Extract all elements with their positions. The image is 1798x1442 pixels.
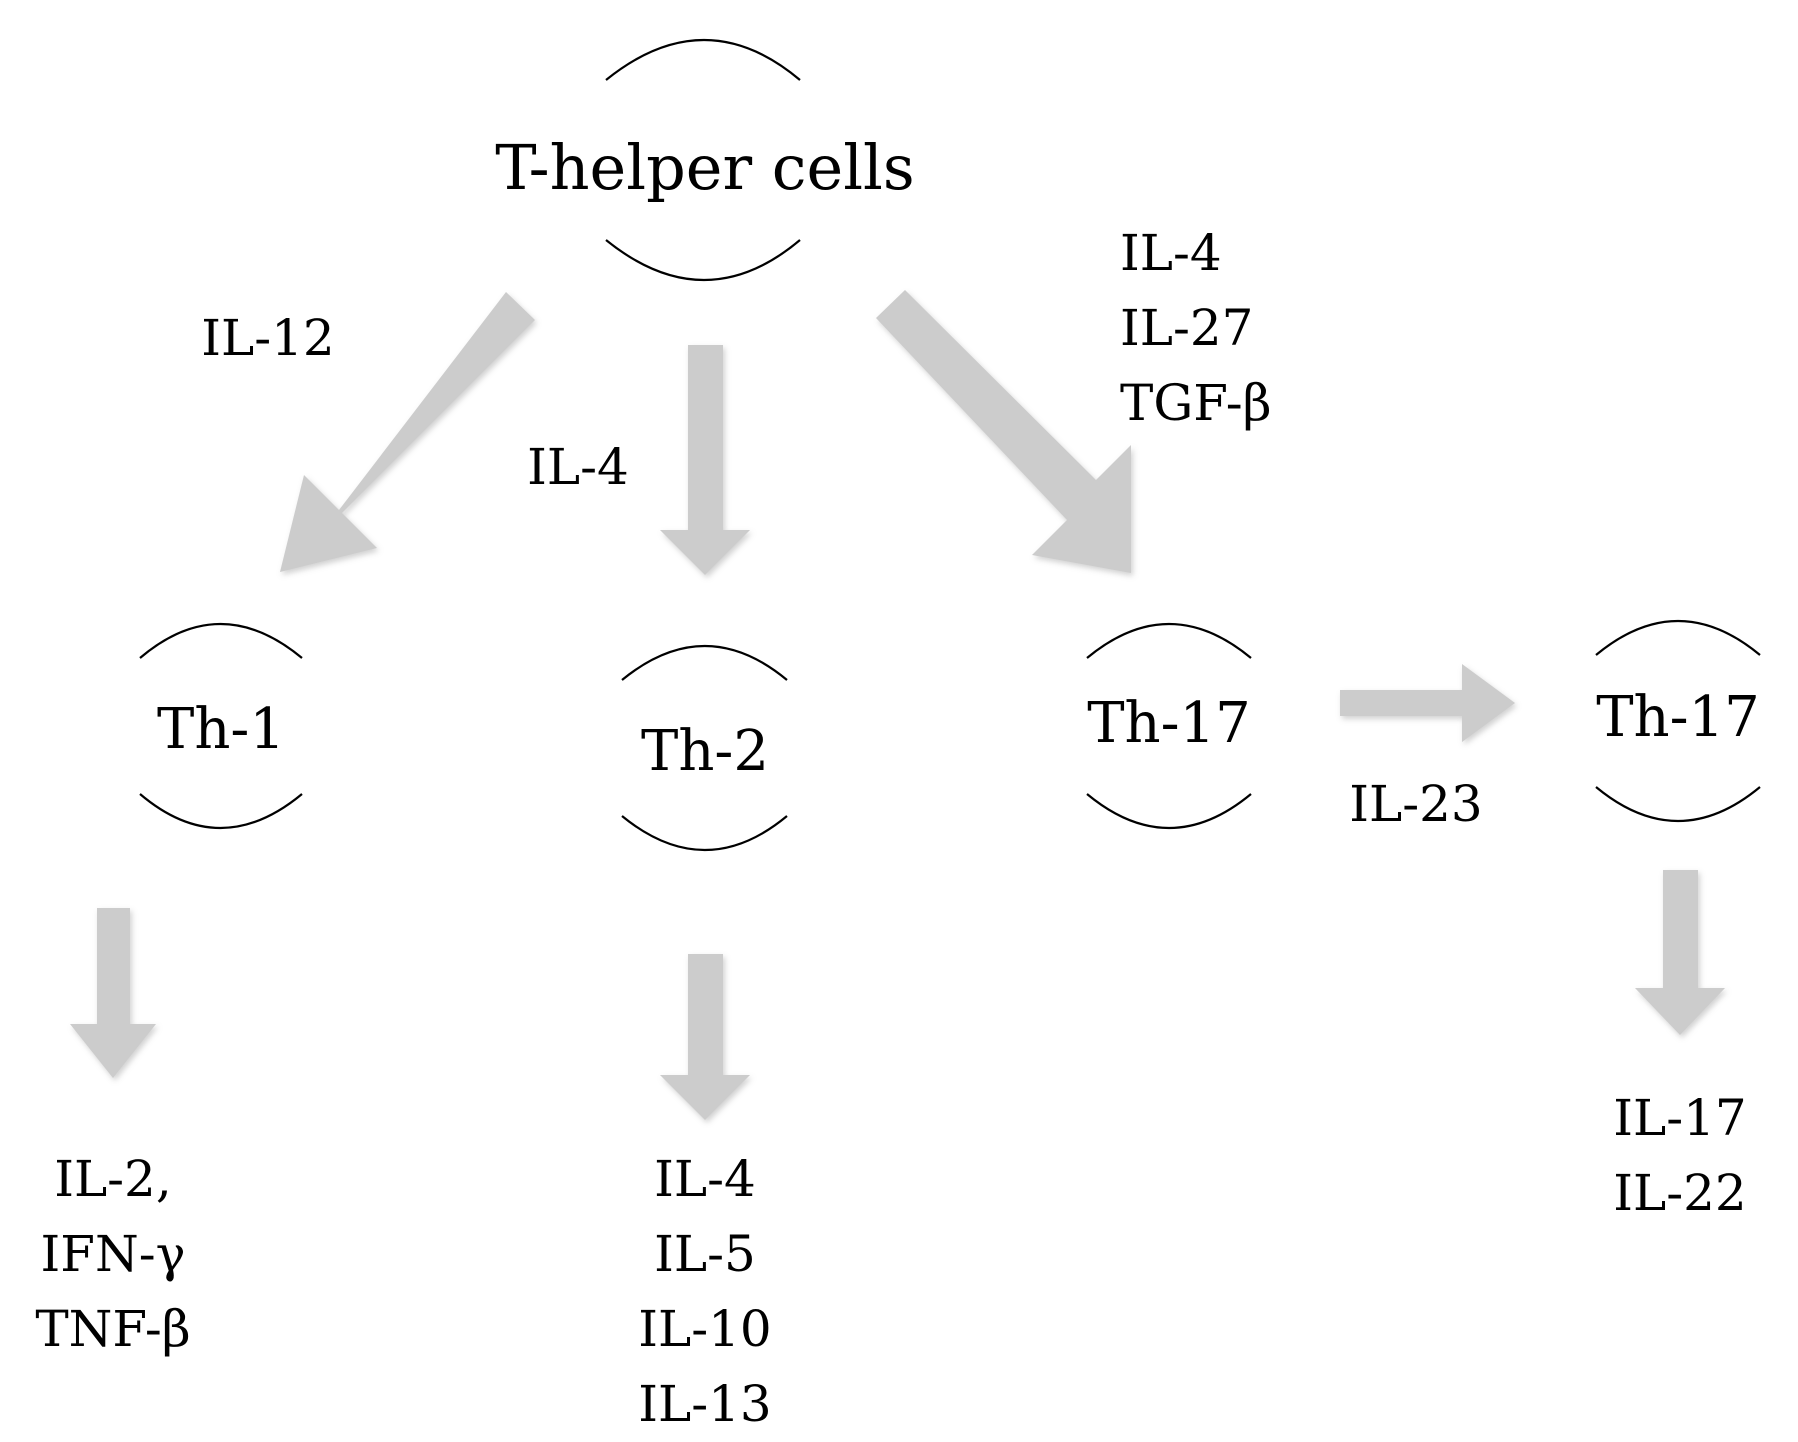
arrow-root-to-th2	[660, 345, 750, 575]
products-th17b-list: IL-17 IL-22	[1613, 1081, 1746, 1231]
product-th17b-item: IL-22	[1613, 1164, 1747, 1222]
arrow-th1-to-products	[70, 908, 156, 1078]
product-th2-item: IL-13	[638, 1375, 772, 1433]
product-th1-item: IFN-γ	[40, 1225, 186, 1283]
product-th1-item: TNF-β	[35, 1300, 191, 1358]
arrow-th17b-to-products	[1635, 870, 1725, 1035]
product-th2-item: IL-4	[654, 1150, 756, 1208]
arrow-th2-to-products	[660, 954, 750, 1120]
node-th17b-brackets	[1595, 620, 1761, 822]
products-th2-list: IL-4 IL-5 IL-10 IL-13	[638, 1142, 771, 1442]
node-root-label: T-helper cells	[495, 131, 915, 204]
node-th17-brackets	[1086, 623, 1252, 829]
products-th1-list: IL-2, IFN-γ TNF-β	[35, 1142, 190, 1367]
inducer-th2-label: IL-4	[527, 438, 629, 496]
product-th2-item: IL-10	[638, 1300, 772, 1358]
inducer-th17-item: IL-27	[1120, 299, 1254, 357]
node-th1-label: Th-1	[157, 697, 285, 762]
product-th2-item: IL-5	[654, 1225, 756, 1283]
arrow-root-to-th17	[876, 290, 1131, 573]
inducer-th17-item: TGF-β	[1120, 374, 1272, 432]
node-th2-label: Th-2	[641, 719, 769, 784]
inducer-th17b-label: IL-23	[1349, 775, 1483, 833]
inducer-th1-label: IL-12	[201, 309, 335, 367]
node-th17-label: Th-17	[1087, 691, 1251, 756]
node-th1-brackets	[139, 622, 303, 830]
inducer-th17-list: IL-4 IL-27 TGF-β	[1120, 216, 1272, 441]
arrow-th17-to-th17b	[1340, 664, 1515, 742]
inducer-th17-item: IL-4	[1120, 224, 1222, 282]
product-th1-item: IL-2,	[54, 1150, 172, 1208]
node-root-brackets	[605, 38, 801, 282]
product-th17b-item: IL-17	[1613, 1089, 1747, 1147]
node-th2-brackets	[621, 645, 788, 851]
node-th17b-label: Th-17	[1596, 685, 1760, 750]
arrow-root-to-th1	[280, 292, 535, 572]
